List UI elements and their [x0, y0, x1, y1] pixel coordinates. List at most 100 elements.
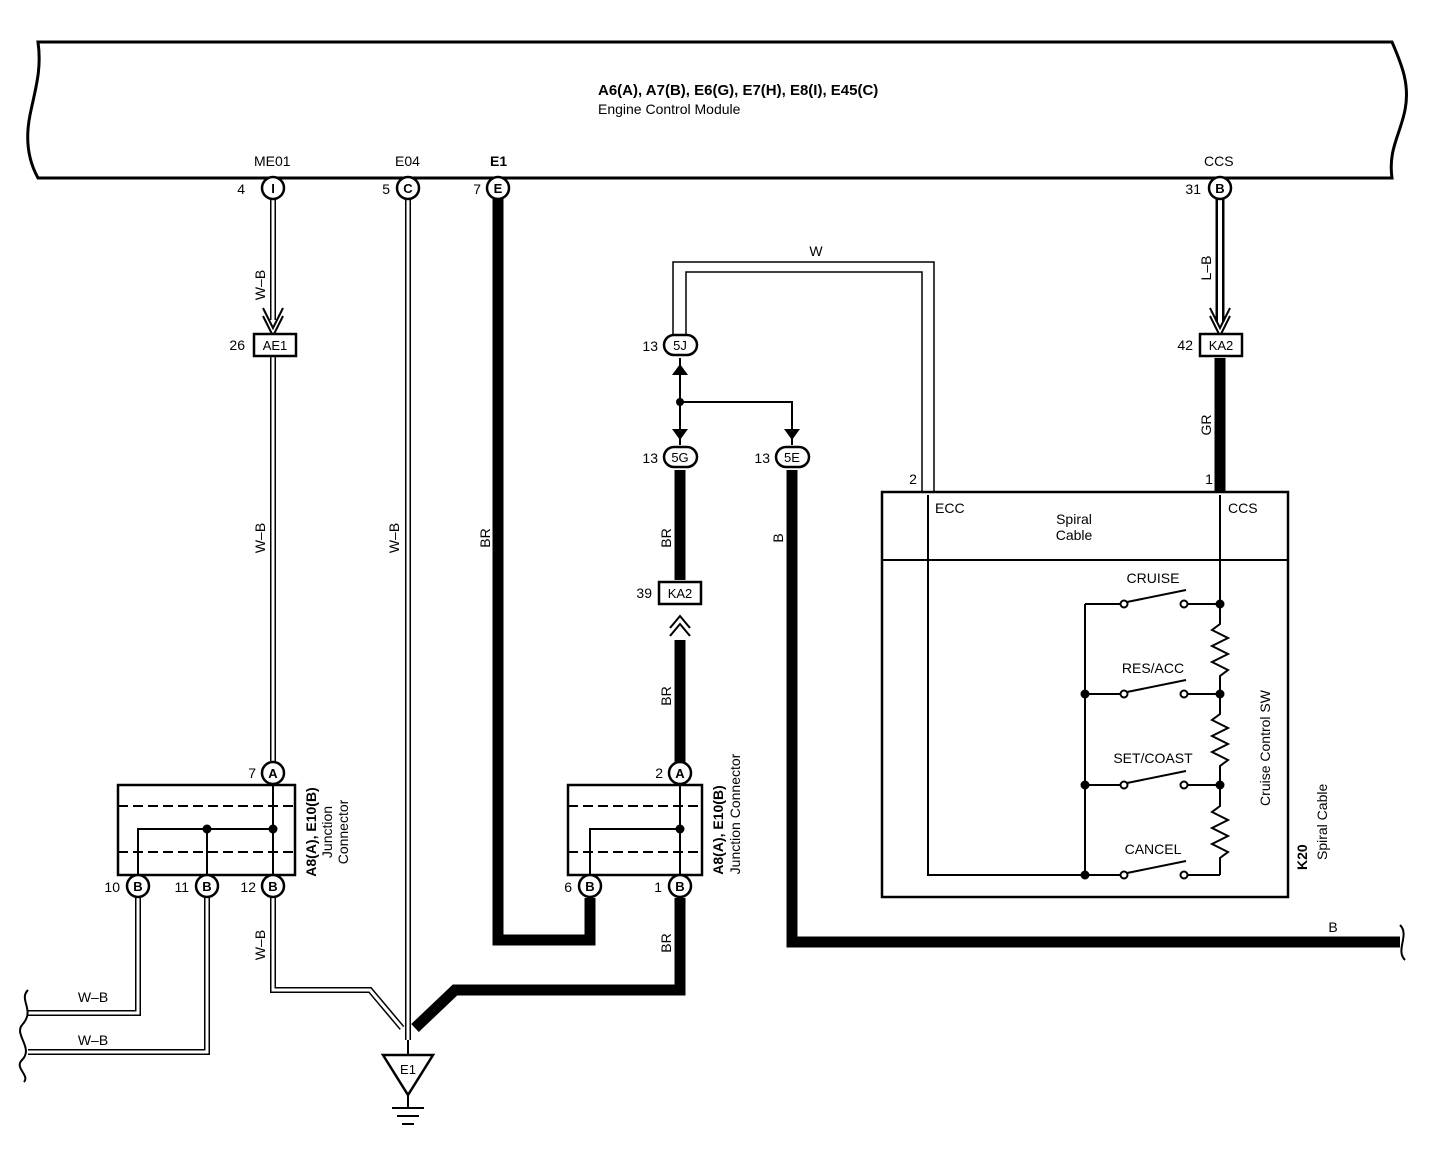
- svg-text:26: 26: [229, 337, 245, 353]
- terminal-e04: 5 C: [382, 175, 421, 201]
- wire-labels: W–B W–B W–B BR BR BR BR B W–B L–B GR W B…: [78, 243, 1338, 1048]
- svg-text:C: C: [403, 181, 413, 196]
- cruise-control-sw-label: Cruise Control SW: [1257, 689, 1273, 806]
- switch-set-coast: SET/COAST: [1085, 750, 1220, 790]
- svg-text:RES/ACC: RES/ACC: [1122, 660, 1184, 676]
- spiral-cable-line1: Spiral: [1056, 511, 1092, 527]
- ecm-subtitle: Engine Control Module: [598, 101, 741, 117]
- wire-w: [672, 261, 935, 495]
- svg-text:A: A: [675, 766, 685, 781]
- svg-text:4: 4: [237, 181, 245, 197]
- wire-label-wb-6: W–B: [78, 1032, 108, 1048]
- wire-jc-left-ground: [270, 898, 405, 1030]
- wire-label-wb-2: W–B: [252, 523, 268, 553]
- k20-name: Spiral Cable: [1314, 784, 1330, 860]
- wire-label-br-1: BR: [477, 528, 493, 547]
- svg-text:7: 7: [473, 181, 481, 197]
- terminal-me01: 4 I: [237, 175, 286, 201]
- engine-control-module: A6(A), A7(B), E6(G), E7(H), E8(I), E45(C…: [26, 40, 1409, 180]
- spiral-cable-assembly: 2 1 ECC CCS Spiral Cable CRUISE RES/ACC: [880, 471, 1330, 899]
- svg-text:B: B: [585, 879, 594, 894]
- svg-text:31: 31: [1185, 181, 1201, 197]
- svg-text:KA2: KA2: [1209, 338, 1234, 353]
- wire-label-br-4: BR: [658, 933, 674, 952]
- svg-text:5: 5: [382, 181, 390, 197]
- svg-text:CANCEL: CANCEL: [1125, 841, 1182, 857]
- svg-text:SET/COAST: SET/COAST: [1113, 750, 1193, 766]
- svg-text:B: B: [202, 879, 211, 894]
- svg-text:11: 11: [174, 879, 189, 895]
- wire-label-wb-3: W–B: [386, 523, 402, 553]
- terminal-name-ccs: CCS: [1204, 153, 1234, 169]
- svg-text:5E: 5E: [784, 450, 800, 465]
- svg-text:5G: 5G: [671, 450, 688, 465]
- terminal-name-e04: E04: [395, 153, 420, 169]
- wires: [28, 198, 1406, 1055]
- terminal-ccs: 31 B: [1185, 175, 1233, 201]
- spiral-ccs-pin: 1: [1205, 471, 1213, 487]
- junction-connector-right: 2 A 6 B 1 B A8(A), E10(B) Junction Conne…: [564, 753, 743, 899]
- svg-text:13: 13: [642, 450, 658, 466]
- wire-e1-br: [492, 198, 596, 946]
- junction-connector-left: 7 A 10 B 11 B 12 B A8(A), E10(B) Junctio…: [104, 760, 351, 899]
- ecm-terminals: 4 I 5 C 7 E 31 B: [237, 175, 1233, 201]
- svg-text:13: 13: [754, 450, 770, 466]
- wire-label-lb: L–B: [1198, 256, 1214, 281]
- svg-text:5J: 5J: [673, 338, 687, 353]
- wire-label-b-1: B: [770, 533, 786, 542]
- ecm-title: A6(A), A7(B), E6(G), E7(H), E8(I), E45(C…: [598, 82, 878, 99]
- svg-text:Junction Connector: Junction Connector: [727, 753, 743, 874]
- resistor-ladder: [1209, 604, 1231, 875]
- svg-text:13: 13: [642, 338, 658, 354]
- svg-text:B: B: [268, 879, 277, 894]
- wire-label-br-2: BR: [658, 528, 674, 547]
- connector-ka2-top: 42 KA2: [1177, 332, 1244, 358]
- svg-text:7: 7: [248, 765, 256, 781]
- spiral-cable-line2: Cable: [1056, 527, 1093, 543]
- connector-ae1: 26 AE1: [229, 332, 298, 358]
- svg-text:CRUISE: CRUISE: [1127, 570, 1180, 586]
- svg-text:AE1: AE1: [263, 338, 288, 353]
- terminal-e1: 7 E: [473, 175, 511, 201]
- wire-label-wb-5: W–B: [78, 989, 108, 1005]
- ground-e1: E1: [380, 1040, 436, 1125]
- wire-label-b-2: B: [1328, 919, 1337, 935]
- svg-text:B: B: [133, 879, 142, 894]
- svg-text:2: 2: [655, 765, 663, 781]
- wire-jc-left-out: [28, 898, 210, 1055]
- connector-5j: 13 5J: [642, 333, 699, 357]
- spiral-ecc-label: ECC: [935, 500, 965, 516]
- svg-text:10: 10: [104, 879, 120, 895]
- svg-text:I: I: [271, 181, 275, 196]
- svg-text:KA2: KA2: [668, 586, 693, 601]
- terminal-name-e1: E1: [490, 153, 507, 169]
- wire-5g-br: [669, 470, 691, 762]
- ground-label: E1: [400, 1062, 416, 1077]
- wire-jc-ground-br: [411, 898, 686, 1032]
- wire-break-left: [18, 989, 29, 1083]
- svg-text:B: B: [1215, 181, 1224, 196]
- junction-right-ref: A8(A), E10(B): [710, 785, 726, 874]
- spiral-ecc-pin: 2: [909, 471, 917, 487]
- k20-code: K20: [1294, 844, 1310, 870]
- wire-5j-branch: [672, 358, 800, 445]
- wire-label-wb-4: W–B: [252, 930, 268, 960]
- svg-text:B: B: [675, 879, 684, 894]
- terminal-name-me01: ME01: [254, 153, 291, 169]
- wire-5e-b: [786, 470, 1400, 948]
- svg-text:1: 1: [654, 879, 662, 895]
- connector-5e: 13 5E: [754, 445, 811, 469]
- switch-cancel: CANCEL: [1085, 841, 1220, 880]
- svg-text:42: 42: [1177, 337, 1193, 353]
- svg-text:Junction: Junction: [319, 806, 335, 858]
- wire-label-br-3: BR: [658, 686, 674, 705]
- svg-text:Connector: Connector: [335, 799, 351, 864]
- svg-text:39: 39: [636, 585, 652, 601]
- wire-ccs-lb: [1209, 198, 1231, 339]
- svg-text:E: E: [494, 181, 503, 196]
- wire-me01-wb: [262, 198, 284, 762]
- connector-ka2-mid: 39 KA2: [636, 580, 703, 606]
- svg-text:6: 6: [564, 879, 572, 895]
- wire-label-wb-1: W–B: [252, 270, 268, 300]
